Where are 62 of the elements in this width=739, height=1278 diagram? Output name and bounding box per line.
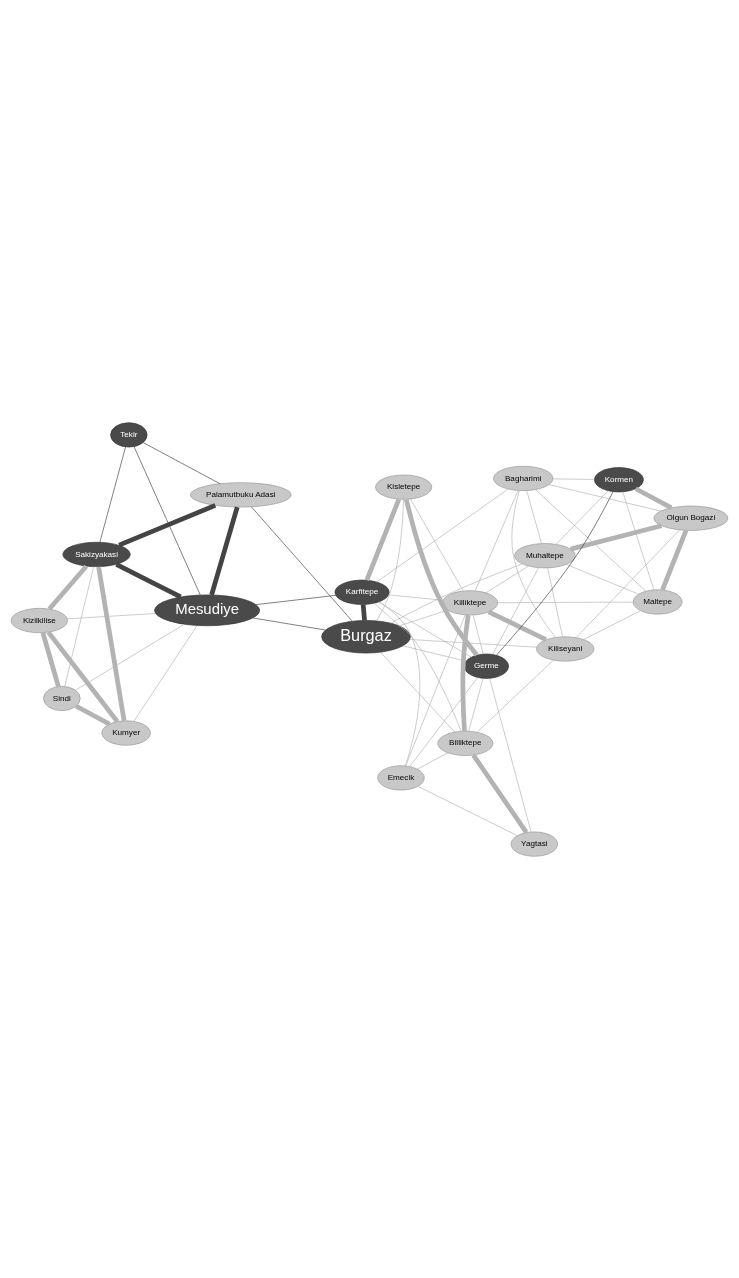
connector — [209, 505, 240, 596]
connector — [255, 594, 336, 605]
connector — [96, 565, 127, 721]
connector — [511, 489, 556, 638]
connector — [583, 609, 641, 640]
connector — [468, 677, 484, 731]
connector — [496, 490, 614, 655]
connector — [133, 624, 198, 722]
connector — [409, 676, 478, 767]
connector — [460, 614, 471, 731]
connector — [251, 506, 353, 621]
connector — [376, 498, 404, 621]
connector — [570, 522, 663, 551]
connector — [380, 651, 456, 732]
connector — [552, 478, 595, 480]
connector — [622, 491, 655, 590]
connector — [535, 488, 647, 592]
connector — [115, 561, 182, 599]
connector — [410, 498, 464, 591]
connector — [75, 623, 185, 691]
connector — [634, 486, 673, 510]
connector — [46, 630, 120, 723]
connector — [565, 563, 639, 594]
connector — [474, 489, 519, 591]
connector — [376, 488, 509, 582]
connector — [67, 612, 156, 619]
connector — [47, 564, 89, 611]
connector — [660, 529, 689, 591]
connector — [133, 445, 201, 595]
connector — [360, 603, 367, 621]
connector — [75, 703, 111, 726]
connector — [492, 566, 539, 655]
connector — [485, 565, 529, 593]
connector — [555, 490, 609, 544]
connector — [548, 483, 662, 511]
connector — [378, 600, 421, 766]
connector — [378, 601, 472, 657]
connector — [409, 638, 538, 648]
connector — [497, 601, 634, 603]
connector — [405, 614, 466, 766]
connector — [526, 489, 542, 544]
connector — [252, 617, 326, 630]
connector — [547, 567, 563, 637]
connector — [575, 529, 681, 638]
connector — [142, 441, 221, 484]
connector — [118, 502, 217, 547]
connector — [390, 563, 523, 623]
connector — [40, 631, 61, 687]
connector — [404, 498, 479, 656]
connector — [472, 614, 484, 654]
connector — [476, 659, 554, 732]
connector — [489, 677, 532, 832]
connector — [64, 565, 94, 687]
connector — [364, 498, 401, 581]
connector — [374, 602, 462, 732]
connector — [417, 752, 449, 769]
connector — [471, 753, 529, 834]
connector — [99, 446, 126, 542]
connector — [417, 785, 518, 836]
node-ellipse: Mesudiye — [154, 594, 260, 626]
node-ellipse: Burgaz — [321, 619, 411, 653]
connector — [487, 609, 548, 642]
